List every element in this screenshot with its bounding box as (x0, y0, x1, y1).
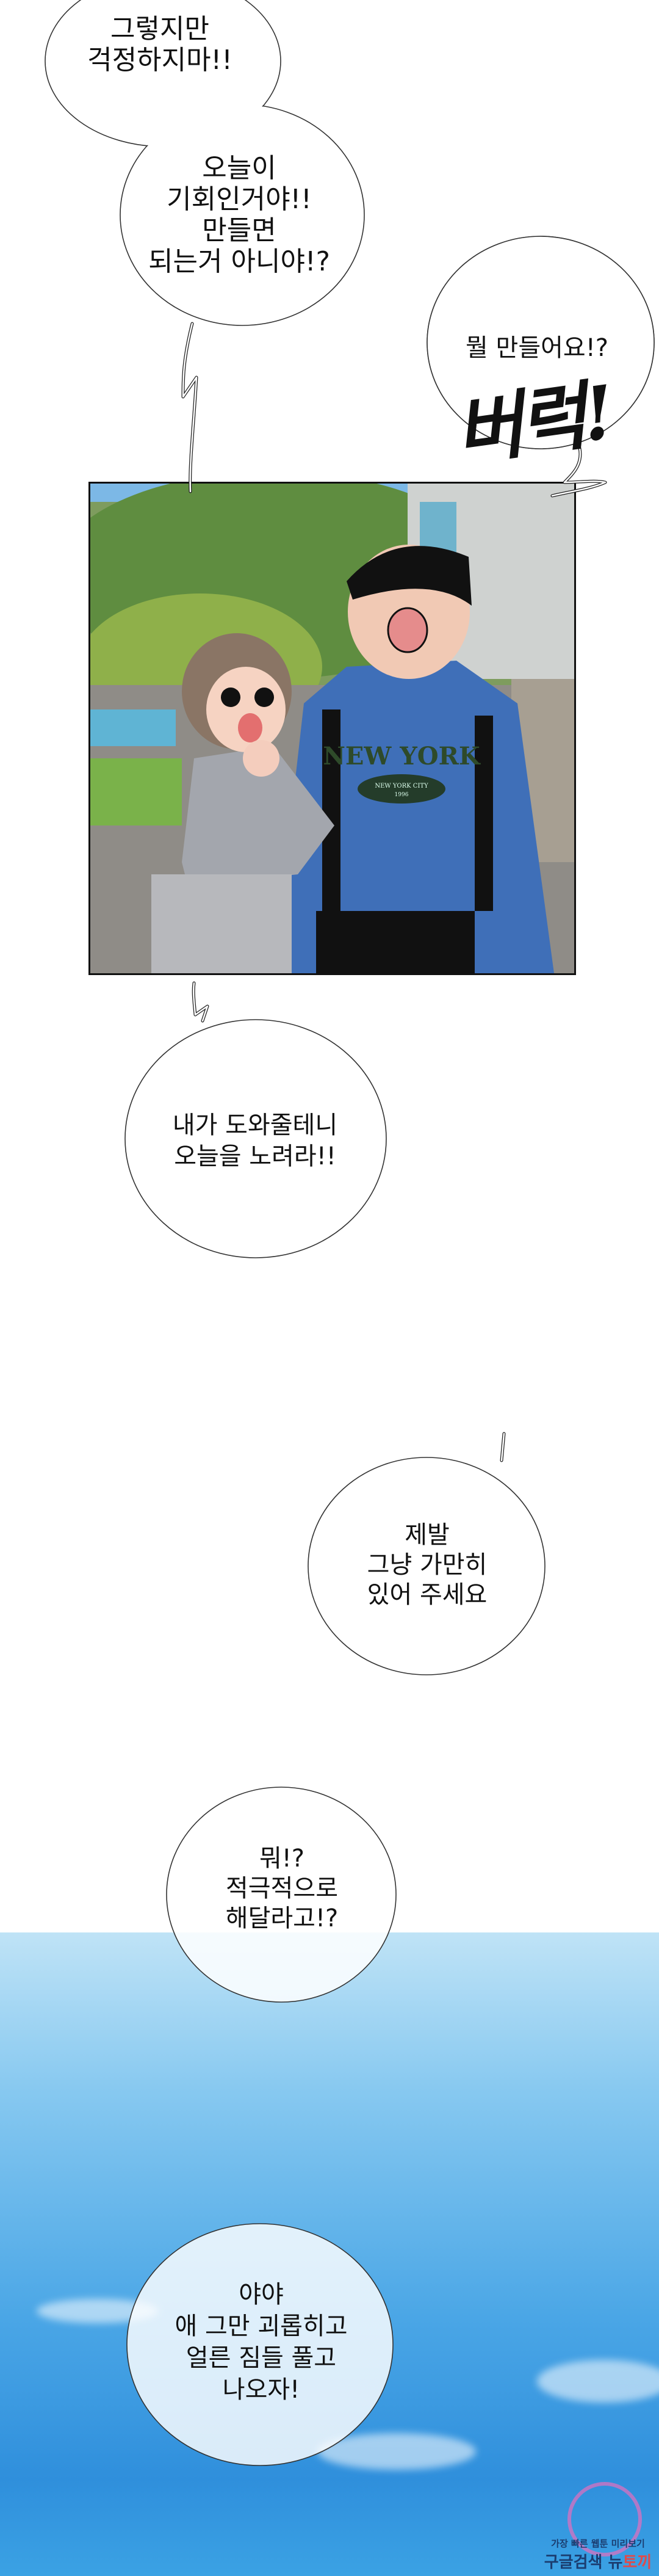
bubble-3 (427, 236, 655, 449)
watermark: 가장 빠른 웹툰 미리보기 구글검색 뉴토끼 (543, 2448, 653, 2576)
watermark-logo-ring (567, 2482, 642, 2556)
bubble-6 (166, 1787, 397, 2003)
sfx-text: 버럭! (450, 369, 617, 476)
svg-text:1996: 1996 (395, 792, 409, 798)
panel-illustration: NEW YORK NEW YORK CITY 1996 (90, 484, 574, 973)
bubble-7 (126, 2223, 394, 2466)
shirt-text: NEW YORK (323, 742, 481, 771)
girl-hoodie (182, 746, 334, 887)
svg-text:NEW YORK CITY: NEW YORK CITY (375, 783, 428, 789)
comic-panel: NEW YORK NEW YORK CITY 1996 (88, 482, 576, 975)
bubble-4 (124, 1019, 387, 1258)
bubble-5 (308, 1457, 546, 1675)
bubble-3-text: 뭘 만들어요!? (466, 334, 608, 362)
